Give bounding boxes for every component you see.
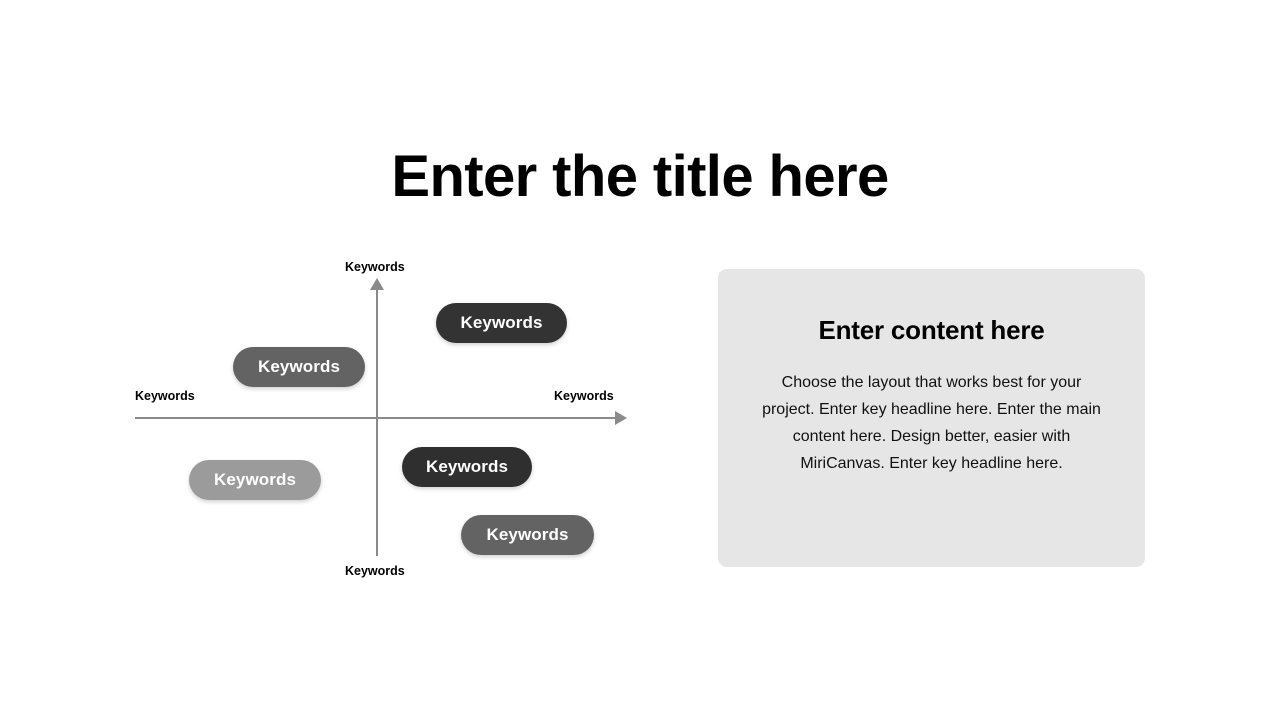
axis-label-right[interactable]: Keywords bbox=[554, 389, 614, 403]
up-arrow-icon bbox=[370, 278, 384, 290]
axis-label-top[interactable]: Keywords bbox=[345, 260, 405, 274]
axis-label-bottom[interactable]: Keywords bbox=[345, 564, 405, 578]
pill-lower-right[interactable]: Keywords bbox=[461, 515, 594, 555]
horizontal-axis-line bbox=[135, 417, 623, 419]
page-title[interactable]: Enter the title here bbox=[391, 144, 889, 209]
pill-lower-left[interactable]: Keywords bbox=[189, 460, 321, 500]
content-card-body[interactable]: Choose the layout that works best for yo… bbox=[762, 374, 1101, 472]
pill-upper-left[interactable]: Keywords bbox=[233, 347, 365, 387]
quadrant-chart: Keywords Keywords Keywords Keywords Keyw… bbox=[120, 250, 640, 590]
vertical-axis-line bbox=[376, 286, 378, 556]
right-arrow-icon bbox=[615, 411, 627, 425]
content-card-title[interactable]: Enter content here bbox=[818, 315, 1045, 345]
pill-lower-middle[interactable]: Keywords bbox=[402, 447, 532, 487]
content-card[interactable]: Enter content here Choose the layout tha… bbox=[718, 269, 1145, 567]
axis-label-left[interactable]: Keywords bbox=[135, 389, 195, 403]
pill-upper-right[interactable]: Keywords bbox=[436, 303, 567, 343]
